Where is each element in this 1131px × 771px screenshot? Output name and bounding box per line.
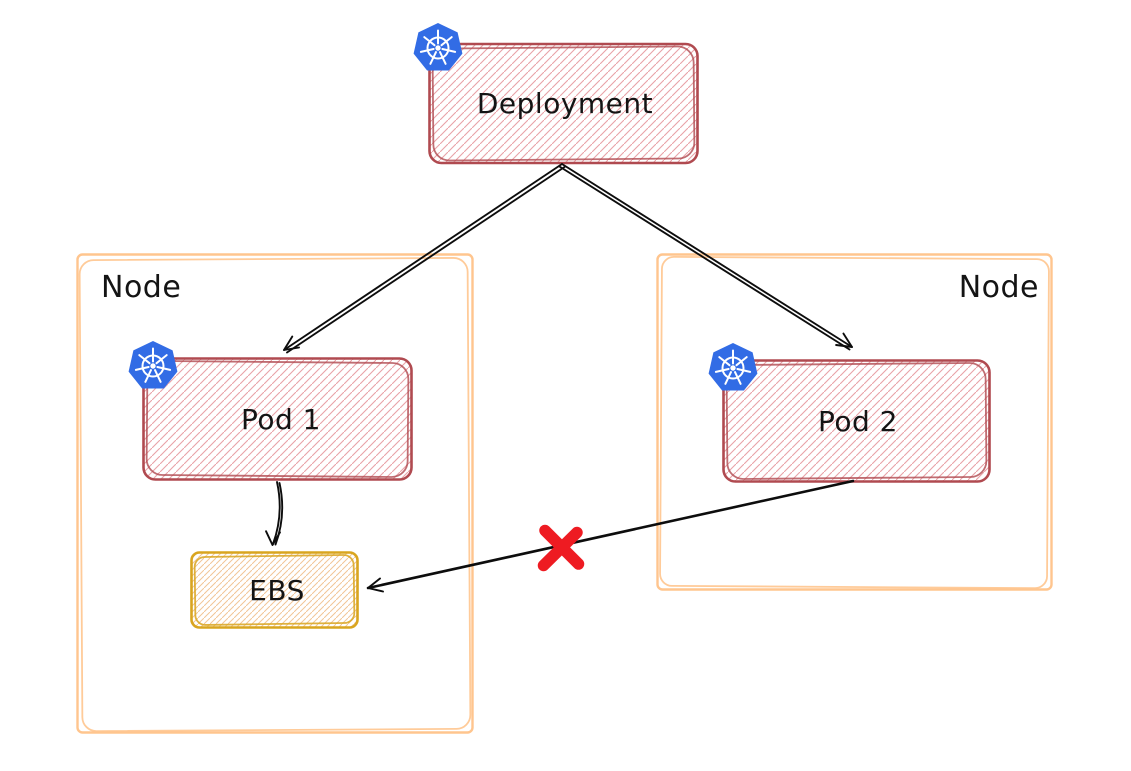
node-left: Node [76,253,474,734]
arrow-pod1-to-ebs [265,481,284,546]
pod2-rect [722,359,991,483]
pod1-box: Pod 1 [142,357,413,481]
pod2-box: Pod 2 [722,359,991,483]
pod1-rect [142,357,413,481]
node-left-border [76,253,474,734]
pod1-label: Pod 1 [241,403,321,436]
ebs-rect-overstroke [193,554,356,626]
deployment-rect [428,42,699,165]
pod2-rect-overstroke [725,362,988,480]
node-right: Node [656,253,1053,591]
arrow-pod2-to-ebs [366,479,855,593]
pod2-label: Pod 2 [818,405,898,438]
ebs-label: EBS [249,574,305,607]
arrow-deployment-to-pod1 [283,163,566,354]
ebs-rect [190,551,359,629]
deployment-rect-overstroke [431,45,696,162]
arrowhead [265,530,281,546]
arrowhead [283,335,300,351]
node-right-label: Node [959,270,1039,305]
arrowhead [367,577,384,593]
node-left-label: Node [101,270,181,305]
pod1-rect-overstroke [145,360,410,478]
node-right-border-overstroke [659,255,1050,590]
node-left-border-overstroke [78,257,472,733]
node-right-border [656,253,1053,591]
arrowhead [835,332,853,348]
red-x-icon [537,524,585,572]
deployment-box: Deployment [428,42,699,165]
deployment-label: Deployment [477,87,653,120]
arrow-deployment-to-pod2 [558,163,853,351]
ebs-box: EBS [190,551,359,629]
